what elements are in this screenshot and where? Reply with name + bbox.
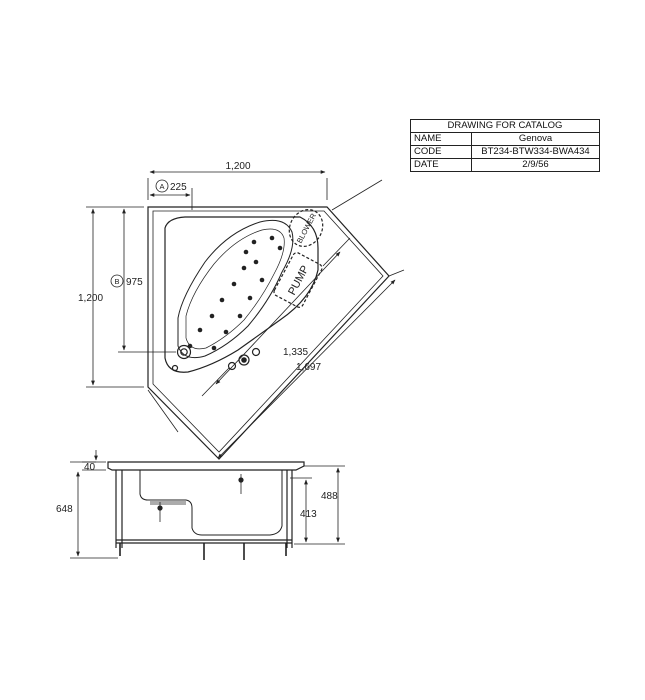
blower-unit	[288, 209, 324, 247]
dim-line-diag-inner	[215, 251, 341, 385]
row-key-name: NAME	[410, 132, 472, 146]
row-value-name: Genova	[471, 132, 600, 146]
row-key-code: CODE	[410, 145, 472, 159]
dim-diag-outer-label: 1,697	[296, 362, 321, 373]
tub-outline-inner	[152, 210, 384, 453]
dim-rim-label: 40	[84, 462, 96, 473]
title-block-heading: DRAWING FOR CATALOG	[410, 119, 600, 133]
dim-a-marker	[155, 179, 169, 193]
feet	[119, 543, 287, 560]
basin-profile	[139, 470, 283, 536]
dim-a-value: 225	[170, 182, 187, 193]
tub-outline	[147, 206, 390, 460]
dim-diag-inner-label: 1,335	[283, 347, 308, 358]
dim-line-diag-outer	[217, 279, 396, 459]
dim-left-label: 1,200	[78, 293, 103, 304]
side-labels: 40 648 488 413	[56, 462, 338, 520]
dim-413-label: 413	[300, 509, 317, 520]
blower-label: BLOWER	[295, 211, 318, 244]
title-block-row: NAME Genova	[410, 132, 600, 146]
title-block-row: CODE BT234-BTW334-BWA434	[410, 145, 600, 159]
title-block: DRAWING FOR CATALOG NAME Genova CODE BT2…	[410, 119, 600, 172]
row-value-code: BT234-BTW334-BWA434	[471, 145, 600, 159]
title-block-row: DATE 2/9/56	[410, 158, 600, 172]
jets	[187, 235, 283, 351]
dim-top-label: 1,200	[225, 161, 250, 172]
row-key-date: DATE	[410, 158, 472, 172]
dim-b-marker	[110, 274, 124, 288]
dim-648-label: 648	[56, 504, 73, 515]
dim-a-marker-label: A	[159, 182, 164, 191]
row-value-date: 2/9/56	[471, 158, 600, 172]
dim-488-label: 488	[321, 491, 338, 502]
plan-view	[86, 170, 405, 460]
side-view	[70, 450, 345, 560]
dim-b-value: 975	[126, 277, 143, 288]
drain	[176, 344, 192, 360]
dim-b-marker-label: B	[114, 277, 119, 286]
rim	[107, 461, 305, 471]
